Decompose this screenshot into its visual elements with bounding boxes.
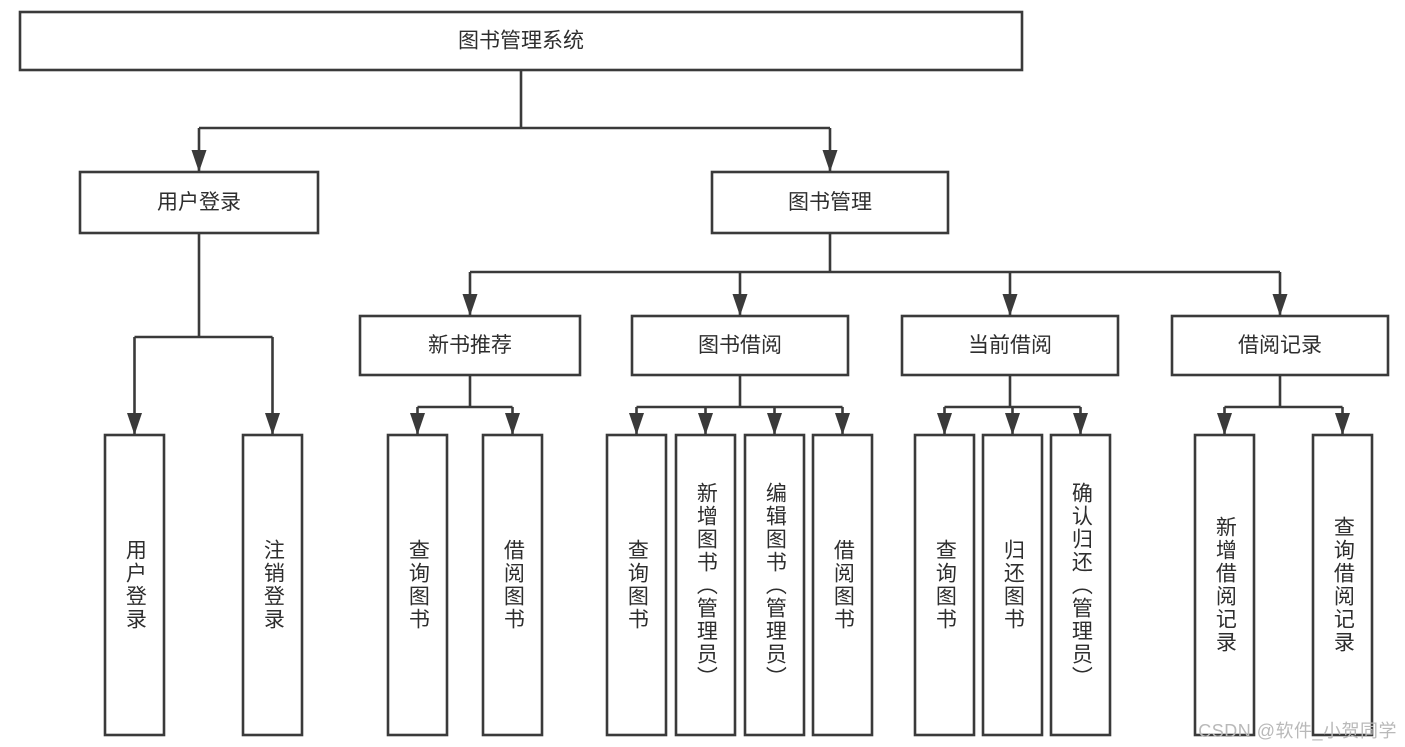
leaf-node-add-borrow-record[interactable] bbox=[1193, 433, 1256, 737]
node-box-new-book-recommend[interactable] bbox=[358, 314, 582, 377]
node-boxes-group bbox=[18, 10, 1390, 737]
arrow-head-icon-query-borrow-record bbox=[1335, 413, 1350, 435]
leaf-node-query-book-1[interactable] bbox=[386, 433, 449, 737]
arrow-head-icon-user-login bbox=[191, 150, 207, 172]
arrow-head-icon-user-logout bbox=[265, 413, 280, 435]
arrow-head-icon-book-manage bbox=[822, 150, 838, 172]
leaf-node-query-book-3[interactable] bbox=[913, 433, 976, 737]
arrow-head-icon-query-book-1 bbox=[410, 413, 425, 435]
arrow-head-icon-query-book-2 bbox=[629, 413, 644, 435]
node-box-borrow-record[interactable] bbox=[1170, 314, 1390, 377]
connector-lines-group bbox=[127, 70, 1350, 435]
node-box-book-borrow[interactable] bbox=[630, 314, 850, 377]
arrow-head-icon-borrow-record bbox=[1272, 294, 1288, 316]
arrow-head-icon-current-borrow bbox=[1002, 294, 1018, 316]
root-node-box[interactable] bbox=[18, 10, 1024, 72]
arrow-head-icon-add-book-admin bbox=[698, 413, 713, 435]
arrow-head-icon-query-book-3 bbox=[937, 413, 952, 435]
node-label-user-login: 用户登录 bbox=[157, 191, 241, 214]
leaf-node-confirm-return-admin[interactable] bbox=[1049, 433, 1112, 737]
arrow-head-icon-book-borrow bbox=[732, 294, 748, 316]
arrow-head-icon-return-book bbox=[1005, 413, 1020, 435]
leaf-node-edit-book-admin[interactable] bbox=[743, 433, 806, 737]
leaf-node-add-book-admin[interactable] bbox=[674, 433, 737, 737]
root-node-label: 图书管理系统 bbox=[458, 30, 584, 53]
node-box-book-manage[interactable] bbox=[710, 170, 950, 235]
leaf-node-user-logout[interactable] bbox=[241, 433, 304, 737]
leaf-node-query-borrow-record[interactable] bbox=[1311, 433, 1374, 737]
arrow-head-icon-confirm-return-admin bbox=[1073, 413, 1088, 435]
arrow-head-icon-add-borrow-record bbox=[1217, 413, 1232, 435]
leaf-node-return-book[interactable] bbox=[981, 433, 1044, 737]
node-label-current-borrow: 当前借阅 bbox=[968, 334, 1052, 357]
node-label-book-manage: 图书管理 bbox=[788, 191, 872, 214]
node-box-current-borrow[interactable] bbox=[900, 314, 1120, 377]
node-label-book-borrow: 图书借阅 bbox=[698, 334, 782, 357]
leaf-node-borrow-book-2[interactable] bbox=[811, 433, 874, 737]
node-box-user-login[interactable] bbox=[78, 170, 320, 235]
csdn-watermark: CSDN @软件_小贺同学 bbox=[1198, 721, 1397, 741]
arrow-head-icon-borrow-book-2 bbox=[835, 413, 850, 435]
leaf-node-borrow-book-1[interactable] bbox=[481, 433, 544, 737]
node-label-new-book-recommend: 新书推荐 bbox=[428, 334, 512, 357]
arrow-head-icon-user-login-do bbox=[127, 413, 142, 435]
node-label-borrow-record: 借阅记录 bbox=[1238, 334, 1322, 357]
arrow-head-icon-borrow-book-1 bbox=[505, 413, 520, 435]
arrow-head-icon-edit-book-admin bbox=[767, 413, 782, 435]
arrow-head-icon-new-book-recommend bbox=[462, 294, 478, 316]
leaf-node-user-login-do[interactable] bbox=[103, 433, 166, 737]
leaf-node-query-book-2[interactable] bbox=[605, 433, 668, 737]
